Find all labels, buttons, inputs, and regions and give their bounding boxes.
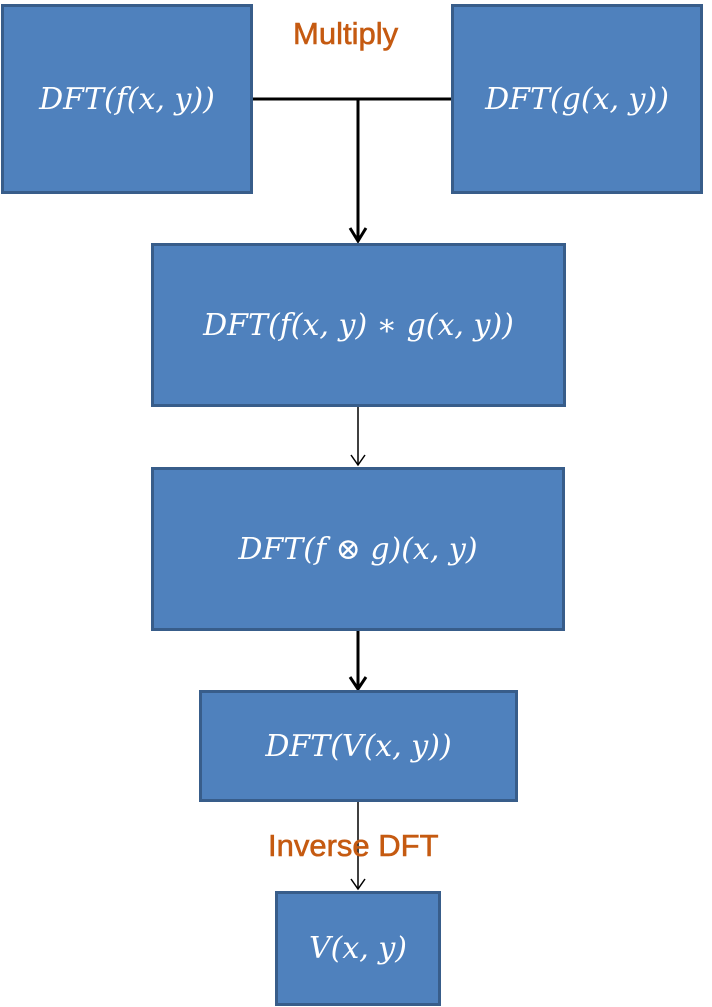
dft-f-box: DFT(f(x, y)) xyxy=(1,4,253,194)
arrow-inverse-head xyxy=(350,878,366,891)
dft-g-text: DFT(g(x, y)) xyxy=(485,81,669,117)
dft-v-text: DFT(V(x, y)) xyxy=(265,728,452,764)
dft-product-text: DFT(f(x, y) ∗ g(x, y)) xyxy=(203,307,514,343)
dft-product-box: DFT(f(x, y) ∗ g(x, y)) xyxy=(151,243,566,407)
dft-convolution-text: DFT(f ⊗ g)(x, y) xyxy=(238,531,478,567)
arrow-multiply-head xyxy=(348,227,368,244)
inverse-dft-label: Inverse DFT xyxy=(268,828,439,864)
v-text: V(x, y) xyxy=(308,931,407,966)
dft-g-box: DFT(g(x, y)) xyxy=(451,4,703,194)
dft-v-box: DFT(V(x, y)) xyxy=(199,690,518,802)
arrow-conv-to-dftv-head xyxy=(348,676,368,692)
multiply-label: Multiply xyxy=(293,16,399,52)
dft-convolution-box: DFT(f ⊗ g)(x, y) xyxy=(151,467,565,631)
v-box: V(x, y) xyxy=(275,891,441,1006)
dft-f-text: DFT(f(x, y)) xyxy=(39,81,215,117)
arrow-product-to-conv-head xyxy=(350,454,366,467)
